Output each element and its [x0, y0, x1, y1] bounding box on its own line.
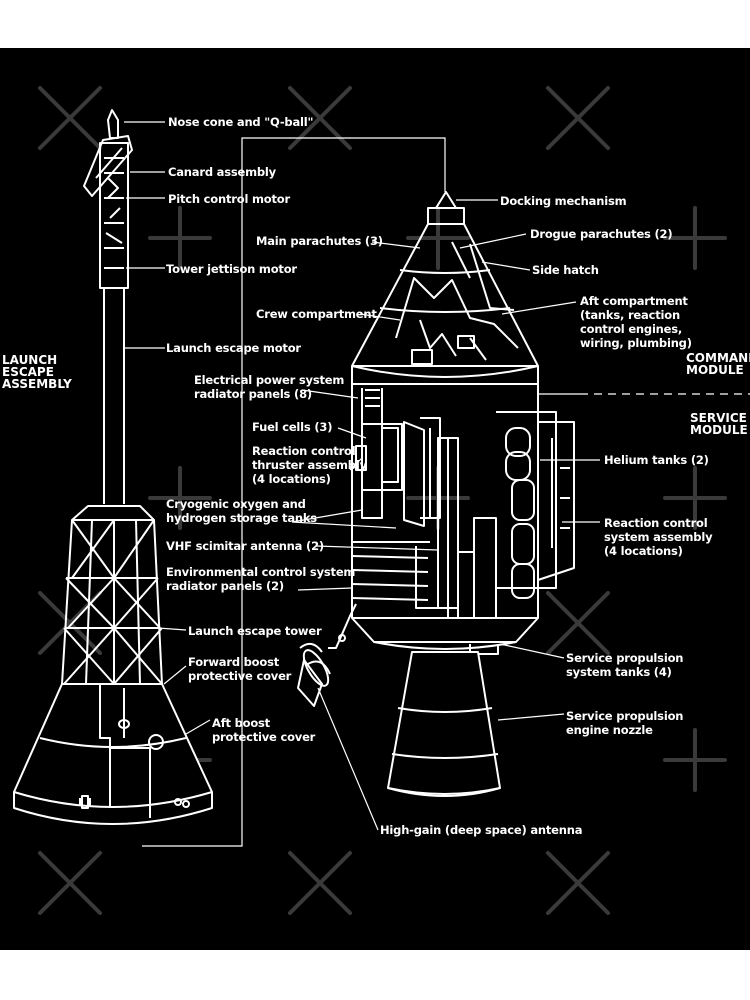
label-aft-compartment: Aft compartment (tanks, reaction control… — [580, 294, 692, 350]
label-launch-escape-motor: Launch escape motor — [166, 341, 301, 355]
label-aft-boost-cover: Aft boost protective cover — [212, 716, 316, 744]
label-main-parachutes: Main parachutes (3) — [256, 234, 383, 248]
label-crew-compartment: Crew compartment — [256, 307, 377, 321]
command-module-label: COMMAND MODULE — [686, 351, 750, 377]
apollo-csm-diagram — [13, 86, 750, 915]
label-ecs-radiator: Environmental control system radiator pa… — [166, 565, 356, 593]
label-vhf-antenna: VHF scimitar antenna (2) — [166, 539, 324, 553]
label-drogue-parachutes: Drogue parachutes (2) — [530, 227, 673, 241]
label-high-gain-antenna: High-gain (deep space) antenna — [380, 823, 583, 837]
label-docking-mechanism: Docking mechanism — [500, 194, 627, 208]
label-nose-cone: Nose cone and "Q-ball" — [168, 115, 314, 129]
service-module-label: SERVICE MODULE — [690, 411, 748, 437]
label-tower-jettison-motor: Tower jettison motor — [166, 262, 297, 276]
label-pitch-control-motor: Pitch control motor — [168, 192, 290, 206]
label-fuel-cells: Fuel cells (3) — [252, 420, 333, 434]
label-rcs-thruster: Reaction control thruster assembly (4 lo… — [252, 444, 367, 486]
label-side-hatch: Side hatch — [532, 263, 599, 277]
label-cryogenic-tanks: Cryogenic oxygen and hydrogen storage ta… — [166, 497, 317, 525]
diagram-poster: LAUNCH ESCAPE ASSEMBLY COMMAND MODULE SE… — [0, 48, 750, 950]
label-eps-radiator: Electrical power system radiator panels … — [194, 373, 345, 401]
label-canard-assembly: Canard assembly — [168, 165, 276, 179]
command-service-module-drawing — [297, 191, 575, 797]
label-launch-escape-tower: Launch escape tower — [188, 624, 322, 638]
launch-escape-assembly-label: LAUNCH ESCAPE ASSEMBLY — [2, 353, 72, 391]
launch-escape-assembly-drawing — [13, 109, 213, 825]
label-forward-boost-cover: Forward boost protective cover — [188, 655, 292, 683]
label-sps-nozzle: Service propulsion engine nozzle — [566, 709, 684, 737]
label-sps-tanks: Service propulsion system tanks (4) — [566, 651, 684, 679]
label-rcs-system: Reaction control system assembly (4 loca… — [604, 516, 713, 558]
label-helium-tanks: Helium tanks (2) — [604, 453, 709, 467]
leader-lines — [124, 121, 750, 847]
